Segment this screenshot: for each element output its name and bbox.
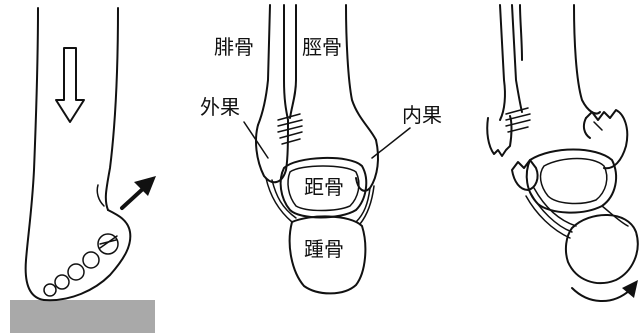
panel-ankle-anatomy: 腓骨 脛骨 外果 内果 距骨 踵骨 xyxy=(200,5,442,293)
tibia-bone xyxy=(290,5,296,118)
label-medial-malleolus: 内果 xyxy=(402,103,442,127)
panel-ankle-fracture xyxy=(487,5,638,301)
fractured-fibula xyxy=(500,5,505,120)
hollow-down-arrow-icon xyxy=(56,48,84,122)
label-talus: 距骨 xyxy=(304,175,344,199)
label-lateral-malleolus: 外果 xyxy=(200,95,240,119)
label-tibia: 脛骨 xyxy=(302,35,342,59)
lateral-malleolus xyxy=(256,120,288,182)
avulsion-fragment xyxy=(512,160,538,190)
ankle-crease xyxy=(97,185,104,206)
label-calcaneus: 踵骨 xyxy=(304,237,344,261)
fibula-bone xyxy=(258,5,270,125)
leg-outline xyxy=(26,8,44,300)
fractured-tibia xyxy=(574,5,600,114)
fibula-fracture-lines-2 xyxy=(506,108,530,132)
toe-bones xyxy=(44,234,118,296)
ground-surface xyxy=(10,300,155,333)
fibula-fragment xyxy=(487,116,511,156)
panel-leg-force xyxy=(10,8,156,333)
label-fibula: 腓骨 xyxy=(214,35,254,59)
leader-line-medial xyxy=(372,128,410,158)
leg-outline-front xyxy=(106,8,118,210)
solid-diagonal-arrow-icon xyxy=(122,176,156,208)
